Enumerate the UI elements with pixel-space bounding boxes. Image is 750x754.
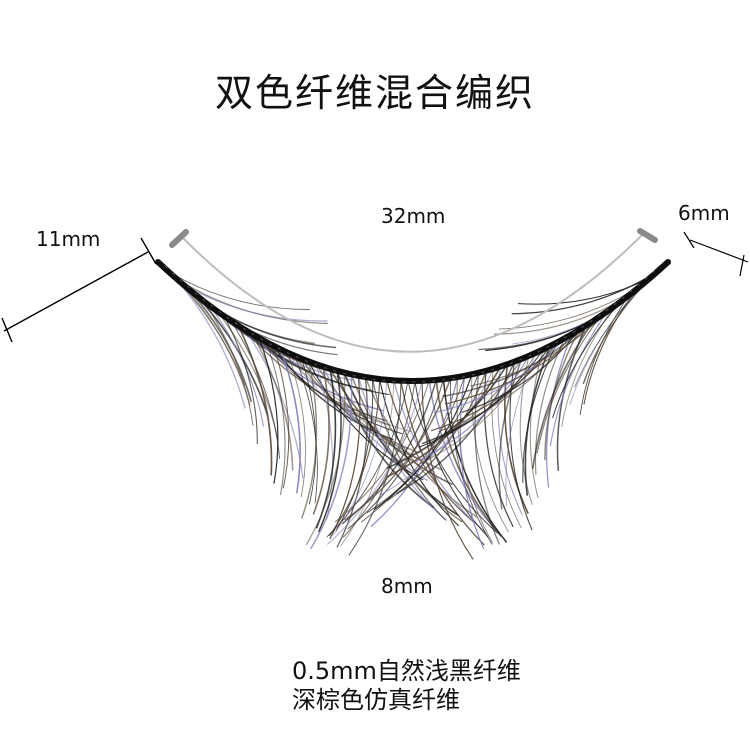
lash-fiber (223, 315, 258, 445)
lash-fiber (459, 375, 484, 549)
lash-fiber (529, 348, 544, 499)
label-band-length: 32mm (381, 204, 446, 228)
lash-band-glint (164, 265, 661, 383)
lash-fiber (414, 380, 489, 538)
lash-fiber (552, 300, 623, 419)
lash-fiber (294, 355, 318, 504)
lash-fiber (167, 270, 246, 386)
lash-fiber (380, 368, 494, 495)
lash-fiber (279, 348, 301, 494)
lash-fiber (456, 376, 493, 544)
lash-fiber (202, 300, 254, 426)
lash-fiber (195, 294, 269, 416)
lash-fiber (280, 349, 413, 433)
lash-fiber (407, 380, 498, 534)
lash-fiber (579, 294, 630, 416)
measure-tick-6mm (683, 231, 695, 249)
label-center-length: 8mm (381, 574, 433, 598)
lash-fiber (374, 373, 473, 510)
lash-fiber (287, 352, 306, 498)
lash-fiber (315, 363, 334, 520)
lash-fiber (335, 377, 374, 531)
measure-line-11mm (3, 251, 149, 332)
lash-fiber (273, 345, 290, 489)
measure-cap-left (169, 229, 189, 248)
lash-fiber (301, 358, 420, 460)
lash-fiber (536, 315, 601, 454)
measure-tick-6mm-end (739, 254, 745, 277)
lash-fiber (549, 310, 609, 447)
lash-fiber (421, 380, 474, 560)
lash-fiber (340, 379, 395, 547)
lash-fiber (348, 380, 402, 556)
lash-fiber (334, 379, 430, 523)
lash-fiber (531, 320, 595, 470)
lash-fiber (301, 358, 317, 505)
lash-fiber (237, 324, 273, 476)
lash-fiber (428, 379, 500, 534)
lash-fiber (258, 337, 279, 484)
page-title: 双色纤维混合编织 (214, 71, 535, 115)
lash-fiber (310, 373, 353, 550)
label-end-length: 6mm (678, 201, 730, 225)
lash-fiber (442, 378, 508, 543)
measure-cap-right (637, 228, 658, 243)
lash-fiber (442, 324, 587, 398)
lash-fiber (329, 375, 361, 540)
measure-tick-11mm-top (140, 237, 157, 265)
lash-fiber (188, 288, 252, 402)
lash-fiber (332, 379, 388, 536)
lash-fiber (461, 329, 580, 413)
lash-fiber (444, 320, 594, 405)
lash-fiber (371, 377, 446, 521)
lash-fiber (174, 276, 246, 409)
lash-band (155, 259, 671, 384)
lash-fibers (167, 270, 659, 560)
lash-fiber (327, 380, 423, 545)
lash-fiber (449, 377, 493, 545)
lash-fiber (328, 378, 381, 537)
lash-fiber (251, 333, 384, 412)
lash-fiber (483, 370, 514, 528)
lash-fiber (301, 360, 318, 519)
lash-fiber (370, 376, 459, 527)
fiber-note-2: 深棕色仿真纤维 (292, 686, 460, 714)
measure-line-6mm (689, 239, 749, 263)
lash-fiber (511, 270, 659, 315)
lash-fiber (312, 365, 330, 515)
measure-arc-32mm (179, 231, 646, 353)
lash-fiber (167, 270, 310, 310)
lash-fiber (417, 352, 537, 466)
lash-fiber (435, 379, 502, 537)
lash-fiber (326, 380, 409, 538)
lash-fiber (181, 283, 328, 322)
lash-fiber (306, 372, 346, 545)
lash-fiber (471, 373, 509, 533)
label-outer-length: 11mm (36, 227, 101, 251)
lash-fiber (433, 337, 566, 414)
lash-fiber (347, 378, 445, 530)
measure-tick-11mm-bottom (1, 317, 13, 343)
lash-fiber (265, 341, 286, 496)
fiber-note-1: 0.5mm自然浅黑纤维 (292, 657, 521, 685)
